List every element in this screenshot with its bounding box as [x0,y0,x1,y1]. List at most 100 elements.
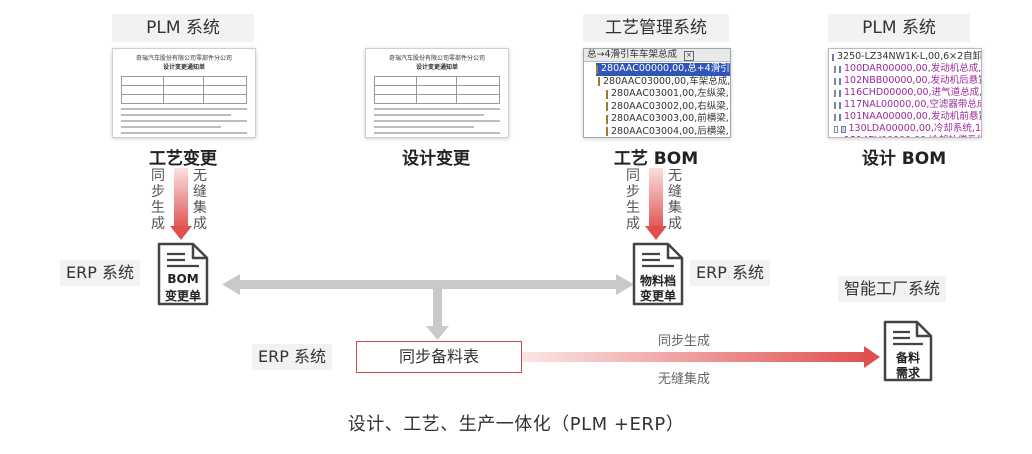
bom-row-label: 100DAR00000,00,发动机总成,1 [844,63,982,74]
doc-line [374,132,500,134]
bom-tree-row: 117NAL00000,00,空滤器带总成,1 [834,99,981,111]
folder-icon [606,102,608,112]
doc-line [374,114,484,116]
vertical-arrowhead-left [170,226,192,240]
doc-line [121,120,247,122]
tree-row-label: 280AAC00000,00,总+4滑引车车架总成,1 [601,63,730,74]
vertical-arrow-left [174,168,188,230]
left-sync-text: 同步生成 [151,168,165,232]
tree-row: 280AAC03000,00,车架总成,1 [598,76,730,89]
material-change-line2: 变更单 [639,289,676,303]
part-icon [839,101,841,109]
close-icon: × [684,51,695,61]
horizontal-arrow [522,352,868,362]
folder-icon [606,114,608,124]
process-bom-tree: 总→4滑引车车架总成 × 280AAC00000,00,总+4滑引车车架总成,1… [583,48,731,138]
doc-line [121,132,247,134]
tree-row-selected: 280AAC00000,00,总+4滑引车车架总成,1 [596,63,730,76]
down-arrow-shaft [433,288,442,328]
doc-table [121,76,247,104]
bom-tree-body: 3250-LZ34NW1K-L,00,6×2自卸汽车 100DAR00000,0… [829,49,982,137]
tree-row-label: 280AAC03003,00,前横梁,1 [611,113,731,124]
bom-row-label: 1314BV00000,00,冷却补偿系统,1 [844,135,981,137]
bom-change-doc-icon: BOM 变更单 [153,242,211,306]
document-icon [157,242,209,306]
bom-tree-root: 3250-LZ34NW1K-L,00,6×2自卸汽车 [832,51,981,63]
process-mgmt-system-label: 工艺管理系统 [583,14,729,42]
tree-row-label: 280AAC03004,00,后横梁,1 [611,125,731,137]
expand-icon [834,101,836,109]
right-sync-text: 同步生成 [626,168,640,232]
bom-row-label: 130LDA00000,00,冷却系统,1 [848,123,982,134]
doc-header: 奇瑞汽车股份有限公司零部件分公司 [135,55,232,62]
tree-row-label: 280AAC03000,00,车架总成,1 [603,75,731,87]
folder-icon [606,89,608,99]
bom-change-line2: 变更单 [164,289,201,303]
part-icon [840,125,846,133]
part-icon [839,77,841,85]
bom-tree-row: 100DAR00000,00,发动机总成,1 [834,63,981,75]
vertical-arrowhead-right [645,226,667,240]
doc-table [374,76,500,104]
material-change-line1: 物料档 [639,274,676,288]
right-seamless-text: 无缝集成 [668,168,682,232]
plm-system-label-right: PLM 系统 [828,14,970,42]
double-arrowhead-left [222,274,240,295]
part-icon [832,53,834,61]
process-change-document: 奇瑞汽车股份有限公司零部件分公司 设计变更通知单 [112,48,256,138]
doc-header: 奇瑞汽车股份有限公司零部件分公司 [388,55,485,62]
tree-body: 280AAC00000,00,总+4滑引车车架总成,1 280AAC03000,… [584,62,731,138]
tree-tab-label: 总→4滑引车车架总成 [587,49,678,60]
bom-tree-row: 130LDA00000,00,冷却系统,1 [834,123,981,135]
expand-icon [834,113,836,121]
tree-row: 280AAC03001,00,左纵梁,1 [606,88,730,101]
part-icon [839,89,841,97]
bom-row-label: 117NAL00000,00,空滤器带总成,1 [844,99,982,110]
caption-design-bom: 设计 BOM [861,149,947,169]
caption-design-change: 设计变更 [402,149,470,169]
tree-row: 280AAC03002,00,右纵梁,1 [606,101,730,114]
bottom-sync-text: 同步生成 [658,334,711,349]
bom-row-label: 102NBB00000,00,发动机后悬置,1 [844,75,982,86]
material-demand-line1: 备料 [895,351,920,365]
folder-icon [606,127,608,137]
material-change-doc-icon: 物料档 变更单 [628,242,686,306]
tree-row-label: 280AAC03002,00,右纵梁,1 [611,100,731,112]
erp-system-label-right: ERP 系统 [690,260,770,286]
material-demand-line2: 需求 [895,366,920,380]
doc-line [374,126,474,128]
bom-tree-row: 116CHD00000,00,进气道总成,1 [834,87,981,99]
design-bom-tree: 3250-LZ34NW1K-L,00,6×2自卸汽车 100DAR00000,0… [828,48,982,138]
erp-system-label-left: ERP 系统 [60,260,140,286]
bom-root-label: 3250-LZ34NW1K-L,00,6×2自卸汽车 [837,51,982,62]
tree-row: 280AAC03004,00,后横梁,1 [606,125,731,138]
folder-icon [598,77,600,87]
doc-title: 设计变更通知单 [162,64,205,71]
doc-line [121,108,247,110]
bom-row-label: 101NAA00000,00,发动机前悬置,1 [844,111,982,122]
bottom-seamless-text: 无缝集成 [658,372,711,387]
expand-icon [834,65,836,73]
bom-row-label: 116CHD00000,00,进气道总成,1 [844,87,982,98]
part-icon [839,113,841,121]
bom-tree-row: 102NBB00000,00,发动机后悬置,1 [834,75,981,87]
double-arrow-shaft [236,280,620,289]
doc-title: 设计变更通知单 [415,64,458,71]
left-seamless-text: 无缝集成 [193,168,207,232]
expand-icon [834,77,836,85]
down-arrowhead [426,326,449,340]
doc-line [121,126,221,128]
tree-row: 280AAC03003,00,前横梁,1 [606,113,730,126]
doc-line [374,108,500,110]
caption-process-change: 工艺变更 [149,149,217,169]
document-icon [632,242,684,306]
smart-factory-label: 智能工厂系统 [838,276,947,302]
plm-system-label-left: PLM 系统 [112,14,254,42]
bom-tree-row: 1314BV00000,00,冷却补偿系统,1 [834,135,981,137]
expand-icon [834,89,836,97]
part-icon [839,65,841,73]
caption-process-bom: 工艺 BOM [613,149,699,169]
doc-line [374,120,500,122]
double-arrowhead-right [616,274,634,295]
